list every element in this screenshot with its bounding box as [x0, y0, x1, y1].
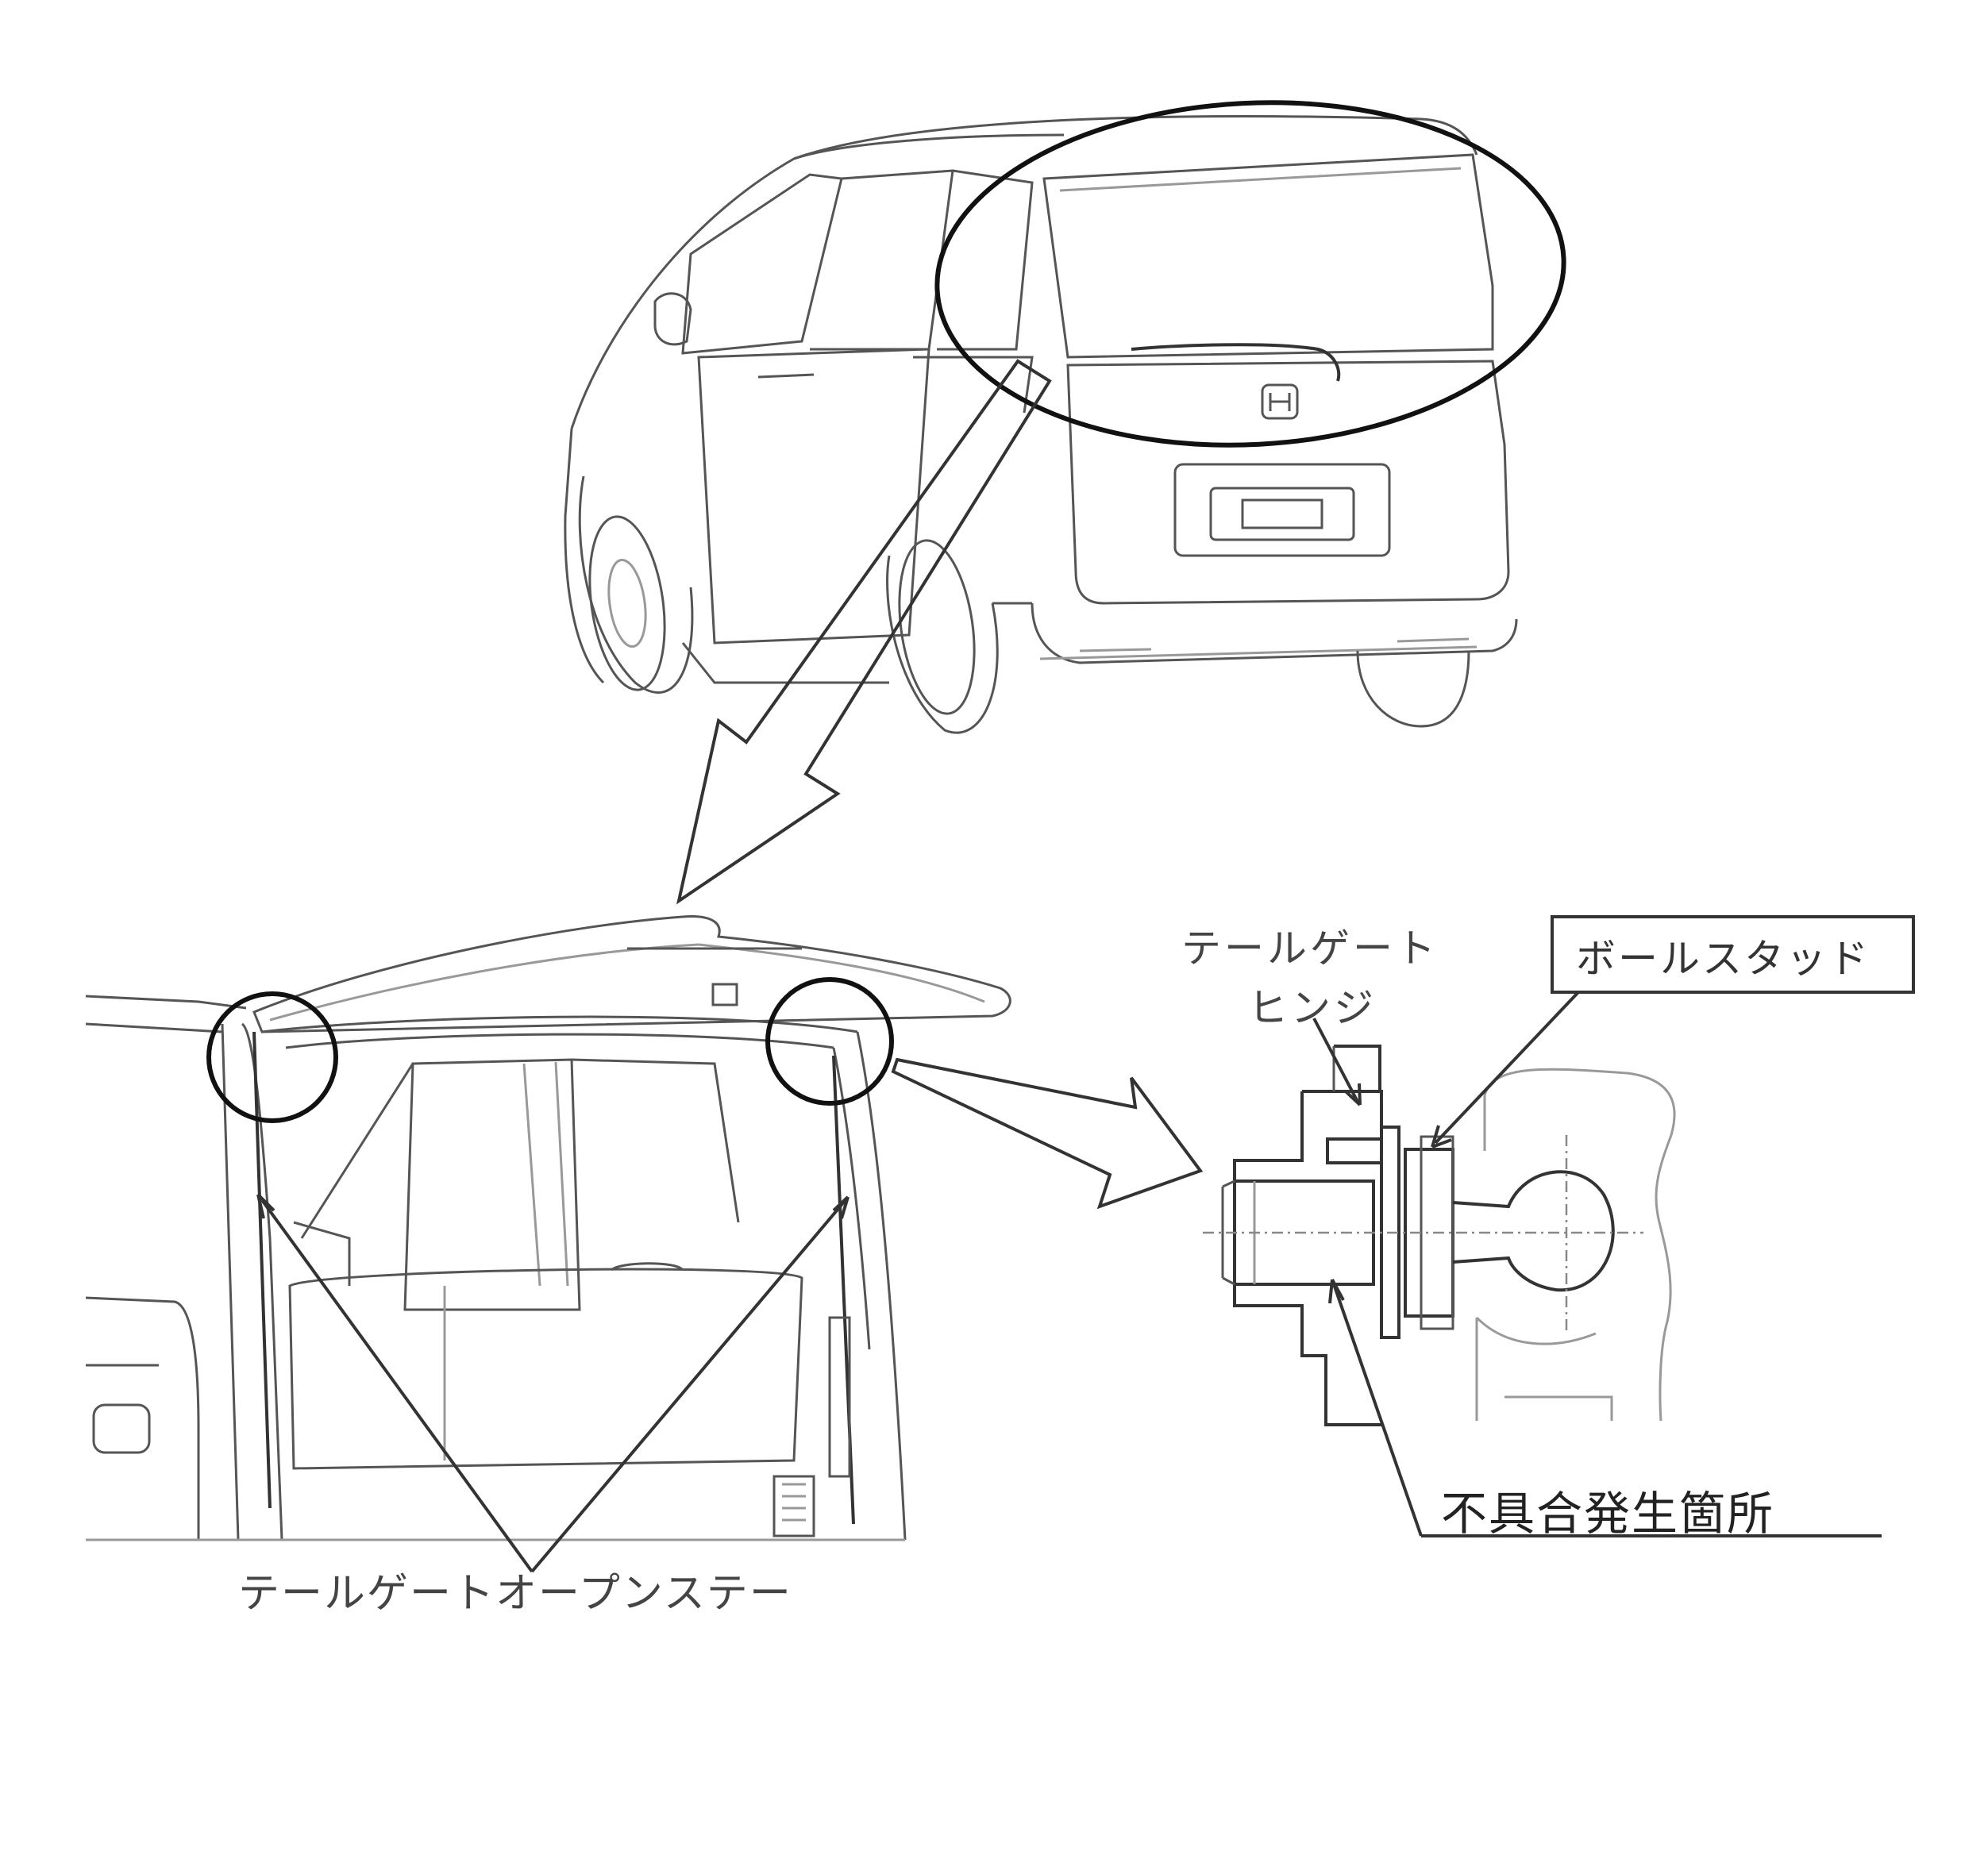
tailgate-highlight-ellipse [934, 100, 1566, 448]
right-hinge-circle [765, 977, 894, 1106]
vehicle-rear-view [564, 115, 1518, 734]
stay-pointer-left-head [256, 1193, 275, 1219]
tailgate-open-stay-label: テールゲートオープンステー [238, 1570, 792, 1618]
defect-location-label: 不具合発生箇所 [1441, 1487, 1775, 1541]
hinge-pointer [1312, 1018, 1359, 1103]
open-tailgate-view [85, 915, 1011, 1541]
stay-pointer-right-head [832, 1195, 850, 1219]
hinge-pointer-head [1344, 1083, 1362, 1106]
left-hinge-circle [206, 991, 338, 1123]
stay-pointer-left [260, 1199, 534, 1573]
zoom-arrow [676, 359, 1052, 905]
detail-arrow [891, 1057, 1204, 1210]
defect-pointer [1332, 1283, 1423, 1537]
tailgate-hinge-label-line2: ヒンジ [1248, 985, 1377, 1031]
defect-pointer-head [1328, 1279, 1345, 1304]
tailgate-hinge-label-line1: テールゲート [1181, 926, 1439, 972]
ball-stud-label-box [1551, 915, 1915, 994]
ball-stud-detail [1203, 1045, 1676, 1426]
ball-stud-pointer-head [1431, 1125, 1452, 1149]
ball-stud-pointer [1434, 991, 1580, 1145]
stay-pointer-right [530, 1199, 847, 1573]
ball-stud-label: ボールスタッド [1576, 936, 1870, 982]
